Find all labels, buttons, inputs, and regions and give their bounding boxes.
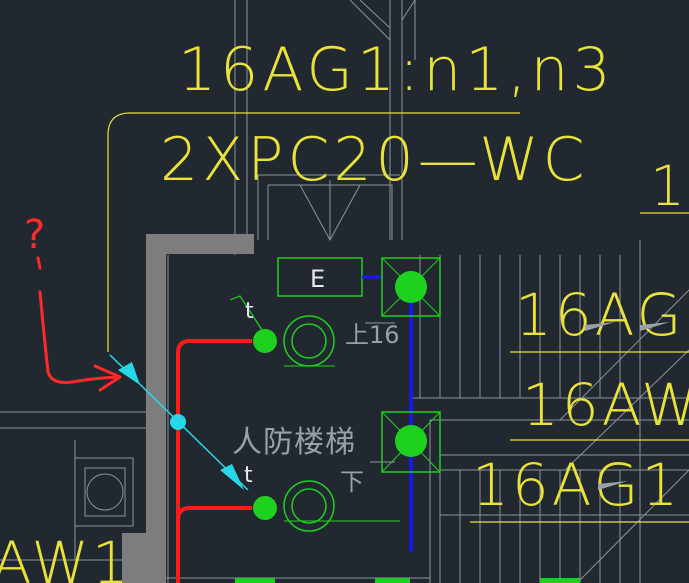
terminal-marker-upper: t xyxy=(229,295,263,331)
green-stubs-bottom xyxy=(235,578,580,583)
yellow-underlines xyxy=(470,351,689,523)
conduit-spec-label: 2XPC20—WC xyxy=(160,125,589,195)
right-label-1: 16AG xyxy=(515,281,684,349)
junction-box-upper[interactable] xyxy=(381,257,441,317)
junction-box-lower[interactable] xyxy=(381,411,441,473)
bottom-left-partial-label: AW1 xyxy=(0,529,132,583)
right-top-partial-label: 16 xyxy=(650,154,689,218)
equipment-box[interactable]: E xyxy=(277,257,363,297)
right-label-3: 16AG1 xyxy=(472,451,681,519)
terminal-t-lower: t xyxy=(244,463,253,488)
terminal-t-upper: t xyxy=(245,299,254,324)
red-markup: ? xyxy=(24,212,122,392)
cyan-leader xyxy=(109,354,249,491)
down-label: 下 xyxy=(340,468,364,496)
yellow-leader-line xyxy=(107,112,689,352)
equipment-box-label: E xyxy=(310,265,325,293)
grey-arrow-markers xyxy=(585,322,670,490)
right-label-2: 16AW xyxy=(522,371,689,439)
stair-name-label: 人防楼梯 xyxy=(232,425,356,460)
markup-question-mark: ? xyxy=(24,212,45,258)
concrete-wall xyxy=(122,234,254,583)
light-fixture-upper[interactable] xyxy=(253,315,335,367)
cable-circuit-label: 16AG1:n1,n3 xyxy=(178,35,615,105)
terminal-marker-lower: t xyxy=(244,463,253,488)
up-16-label: 上16 xyxy=(345,321,400,349)
red-conduit xyxy=(176,339,252,583)
light-fixture-lower[interactable] xyxy=(253,480,400,532)
